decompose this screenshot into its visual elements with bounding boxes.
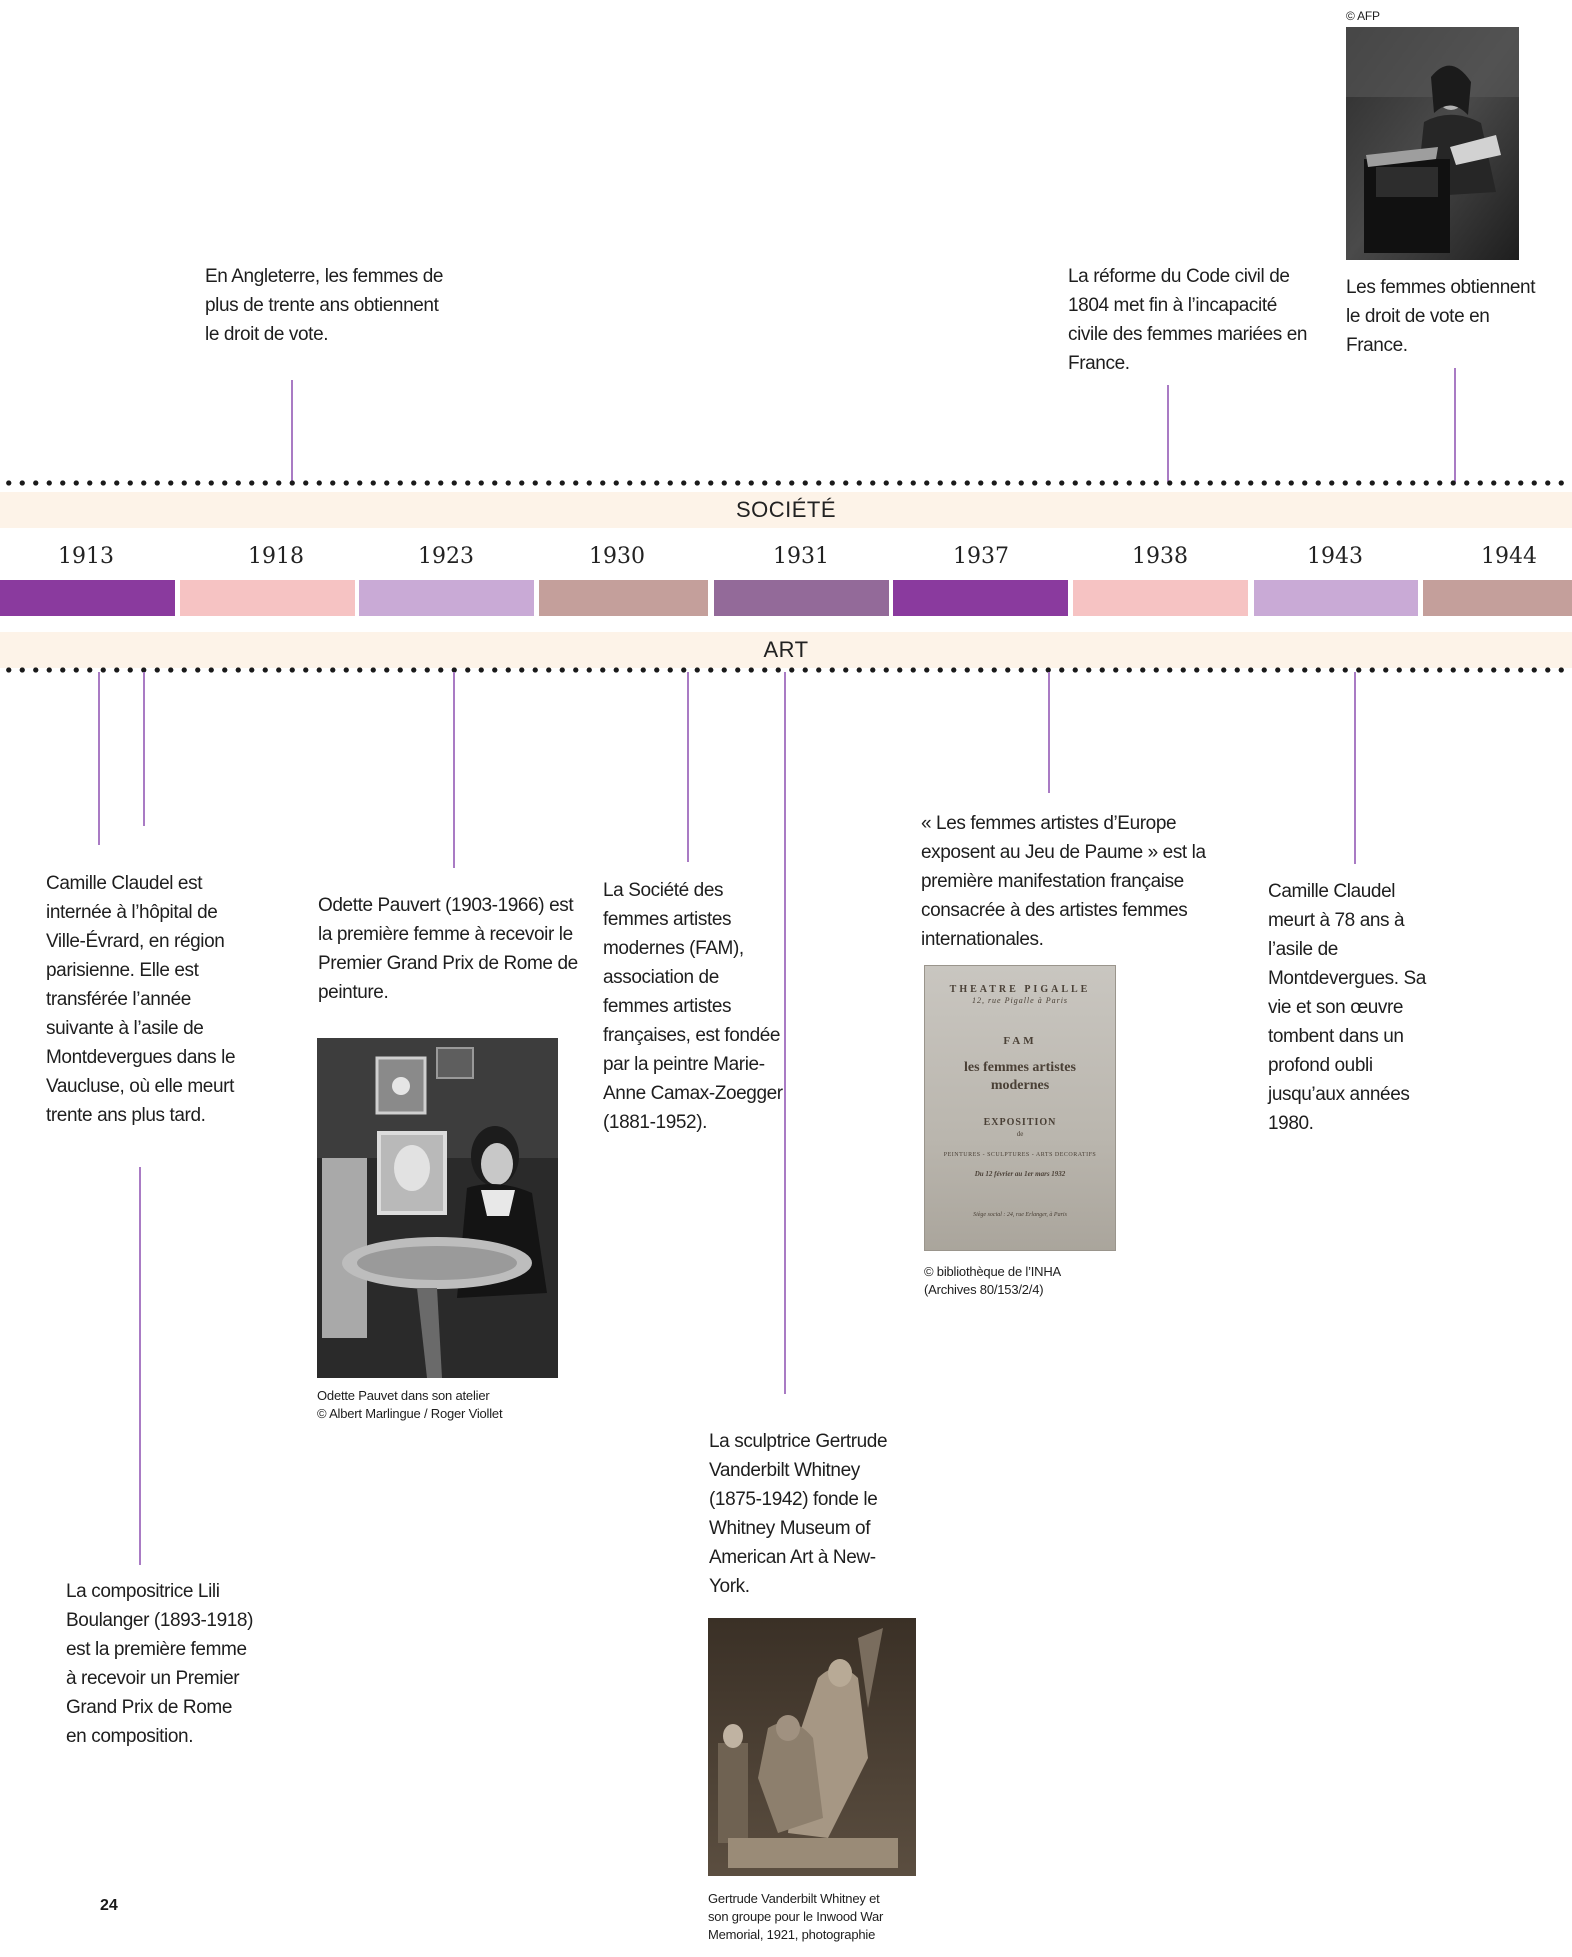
band-societe: SOCIÉTÉ [0,492,1572,528]
band-art: ART [0,632,1572,668]
connector-1931 [687,672,689,862]
year-label: 1923 [418,544,474,569]
whitney-sculpture-photo [708,1618,916,1876]
fam-exposition-poster: THEATRE PIGALLE 12, rue Pigalle à Paris … [924,965,1116,1251]
event-pauvert-prix-rome: Odette Pauvert (1903-1966) est la premiè… [318,895,578,1003]
connector-1913-b [143,672,145,826]
year-swatch [1423,580,1572,616]
poster-line: THEATRE PIGALLE [949,984,1091,995]
dotted-line-top [0,478,1572,488]
afp-photo-credit: © AFP [1346,9,1380,23]
year-label: 1918 [248,544,304,569]
poster-line: EXPOSITION [983,1117,1057,1128]
year-label: 1943 [1307,544,1363,569]
event-vote-france: Les femmes obtiennent le droit de vote e… [1346,277,1536,356]
pauvert-atelier-photo [317,1038,558,1378]
whitney-caption-3: Memorial, 1921, photographie [708,1927,876,1942]
event-angleterre-vote: En Angleterre, les femmes de plus de tre… [205,266,444,345]
band-art-label: ART [763,637,809,662]
year-labels: 1913 1918 1923 1930 1931 1937 1938 1943 … [0,544,1572,574]
event-claudel-internee: Camille Claudel est internée à l’hôpital… [46,873,236,1126]
connector-1920 [453,672,455,868]
event-claudel-meurt: Camille Claudel meurt à 78 ans à l’asile… [1268,881,1426,1134]
poster-line: modernes [990,1078,1050,1093]
connector-1943 [1354,672,1356,864]
year-swatch [180,580,355,616]
poster-line: Du 12 février au 1er mars 1932 [974,1170,1066,1178]
year-label: 1913 [58,544,114,569]
poster-line: les femmes artistes [964,1060,1076,1075]
whitney-caption-2: son groupe pour le Inwood War [708,1909,884,1924]
connector-1944-societe [1454,368,1456,482]
whitney-caption-1: Gertrude Vanderbilt Whitney et [708,1891,880,1906]
event-fam-fondee: La Société des femmes artistes modernes … [603,880,783,1133]
poster-line: Siège social : 24, rue Erlanger, à Paris [973,1212,1067,1218]
connector-1938-societe [1167,385,1169,482]
pauvert-caption-2: © Albert Marlingue / Roger Viollet [317,1406,503,1421]
event-lili-boulanger: La compositrice Lili Boulanger (1893-191… [66,1581,254,1747]
poster-line: PEINTURES - SCULPTURES - ARTS DECORATIFS [943,1152,1097,1158]
poster-line: FAM [1003,1035,1037,1047]
year-swatch [1254,580,1418,616]
year-label: 1938 [1132,544,1188,569]
connector-1913-c [139,1167,141,1565]
year-swatch [714,580,889,616]
year-swatch [1073,580,1248,616]
afp-voting-photo [1346,27,1519,260]
connector-1918-societe [291,380,293,482]
event-code-civil-reform: La réforme du Code civil de 1804 met fin… [1068,266,1308,374]
year-label: 1944 [1481,544,1537,569]
inha-caption-2: (Archives 80/153/2/4) [924,1282,1044,1297]
connector-1937 [1048,672,1050,793]
band-societe-label: SOCIÉTÉ [735,497,837,522]
connector-1913-a [98,672,100,845]
year-swatch [539,580,708,616]
page-number: 24 [100,1897,118,1914]
event-whitney-museum: La sculptrice Gertrude Vanderbilt Whitne… [709,1431,888,1597]
connector-1931-whitney [784,672,786,1394]
year-swatch [359,580,534,616]
dotted-line-bottom [0,665,1572,675]
poster-line: 12, rue Pigalle à Paris [971,996,1069,1005]
inha-caption-1: © bibliothèque de l’INHA [924,1264,1062,1279]
year-label: 1937 [953,544,1009,569]
year-label: 1930 [589,544,645,569]
poster-line: de [1016,1130,1024,1138]
year-label: 1931 [773,544,829,569]
year-swatch [0,580,175,616]
event-jeu-de-paume: « Les femmes artistes d’Europe exposent … [921,813,1206,950]
pauvert-caption-1: Odette Pauvet dans son atelier [317,1388,490,1403]
year-swatch [893,580,1068,616]
